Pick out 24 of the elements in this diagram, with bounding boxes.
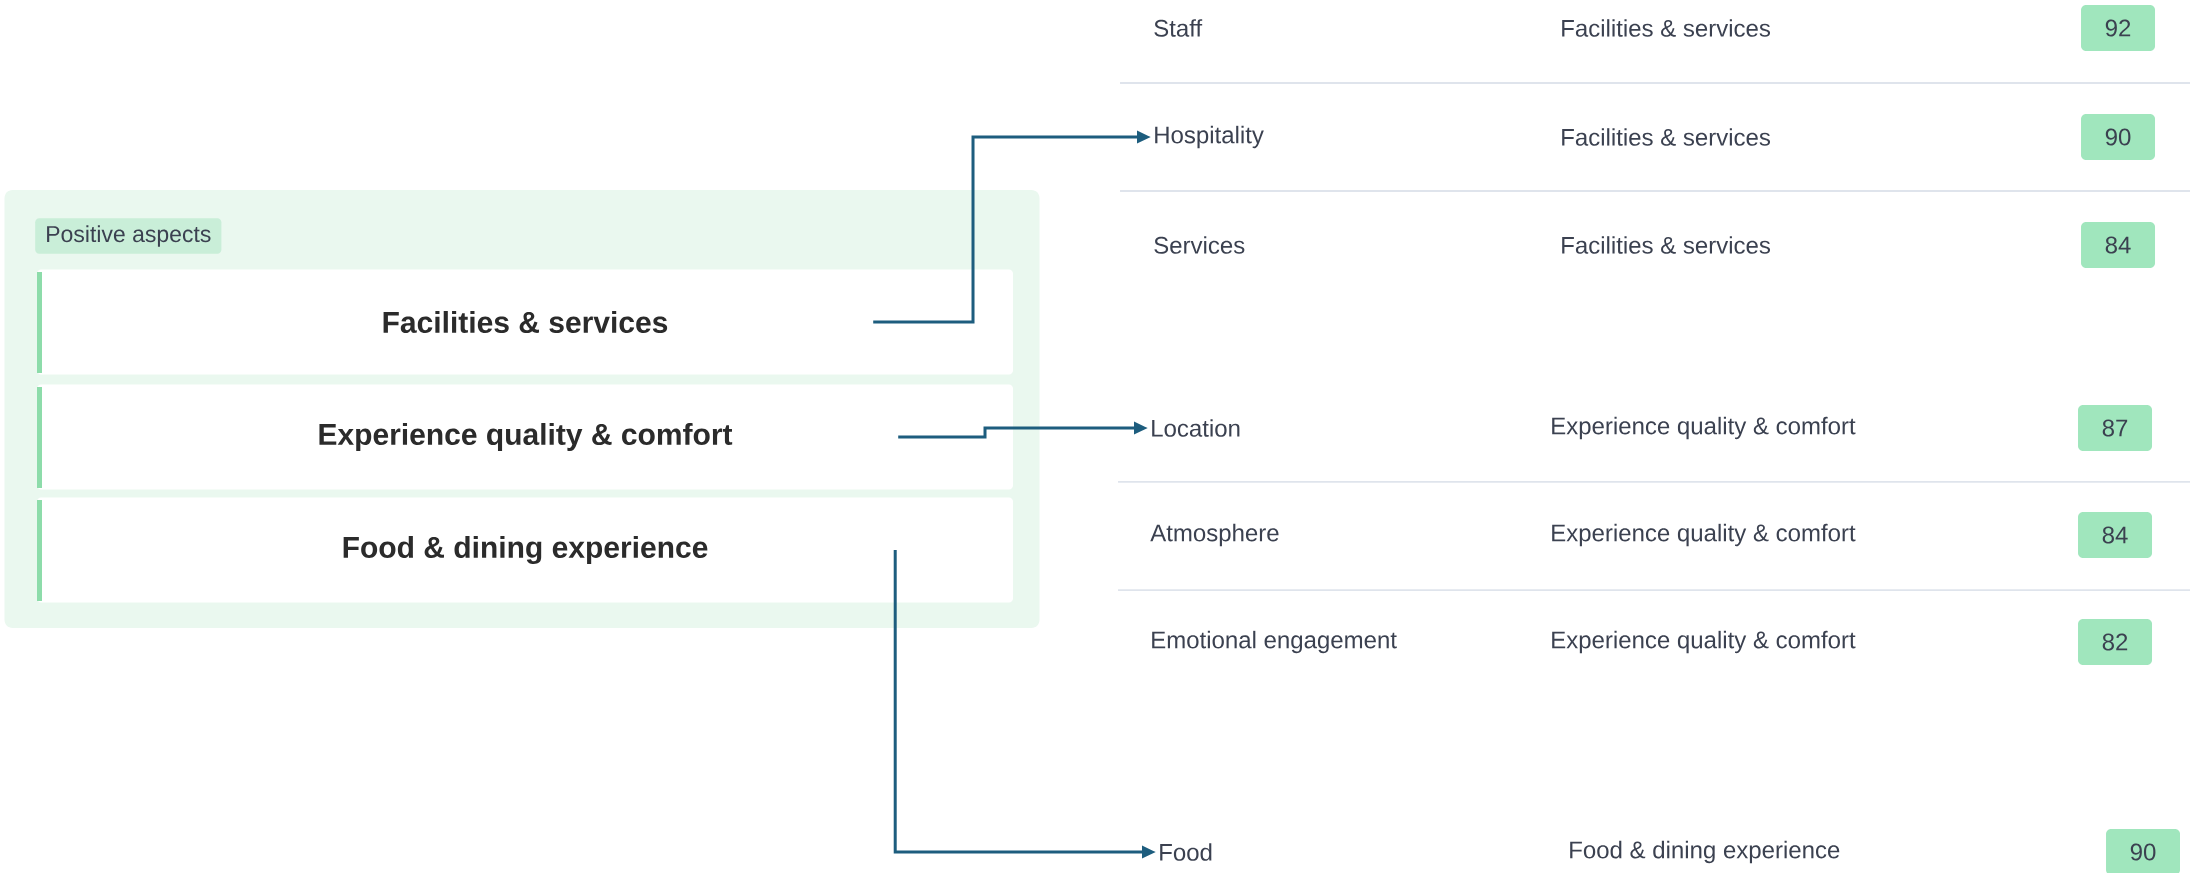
category-box: Food & dining experience bbox=[37, 497, 1013, 603]
score-badge: 90 bbox=[2106, 829, 2180, 873]
score-badge: 87 bbox=[2078, 405, 2153, 451]
row-name: Food bbox=[1160, 843, 1212, 861]
score-badge: 84 bbox=[2078, 512, 2153, 558]
score-badge: 92 bbox=[2081, 5, 2155, 51]
category-label: Experience quality & comfort bbox=[1552, 416, 1856, 440]
category-box: Experience quality & comfort bbox=[37, 384, 1013, 490]
row-name: Emotional engagement bbox=[1152, 630, 1397, 654]
row-name: Atmosphere bbox=[1150, 523, 1279, 547]
row-name: Hospitality bbox=[1155, 125, 1264, 149]
row-name: Location bbox=[1152, 419, 1240, 437]
row-name: Staff bbox=[1154, 19, 1203, 37]
score-badge: 90 bbox=[2081, 114, 2155, 160]
category-label: Experience quality & comfort bbox=[1552, 523, 1856, 547]
category-label: Facilities & services bbox=[1562, 19, 1770, 37]
category-label: Facilities & services bbox=[1562, 128, 1770, 146]
category-box: Facilities & services bbox=[37, 269, 1013, 375]
row-name: Services bbox=[1154, 236, 1245, 254]
category-label: Experience quality & comfort bbox=[1552, 630, 1856, 654]
category-label: Facilities & services bbox=[1562, 236, 1770, 254]
score-badge: 84 bbox=[2081, 222, 2155, 268]
score-badge: 82 bbox=[2078, 619, 2153, 665]
category-label: Food & dining experience bbox=[1570, 840, 1840, 864]
